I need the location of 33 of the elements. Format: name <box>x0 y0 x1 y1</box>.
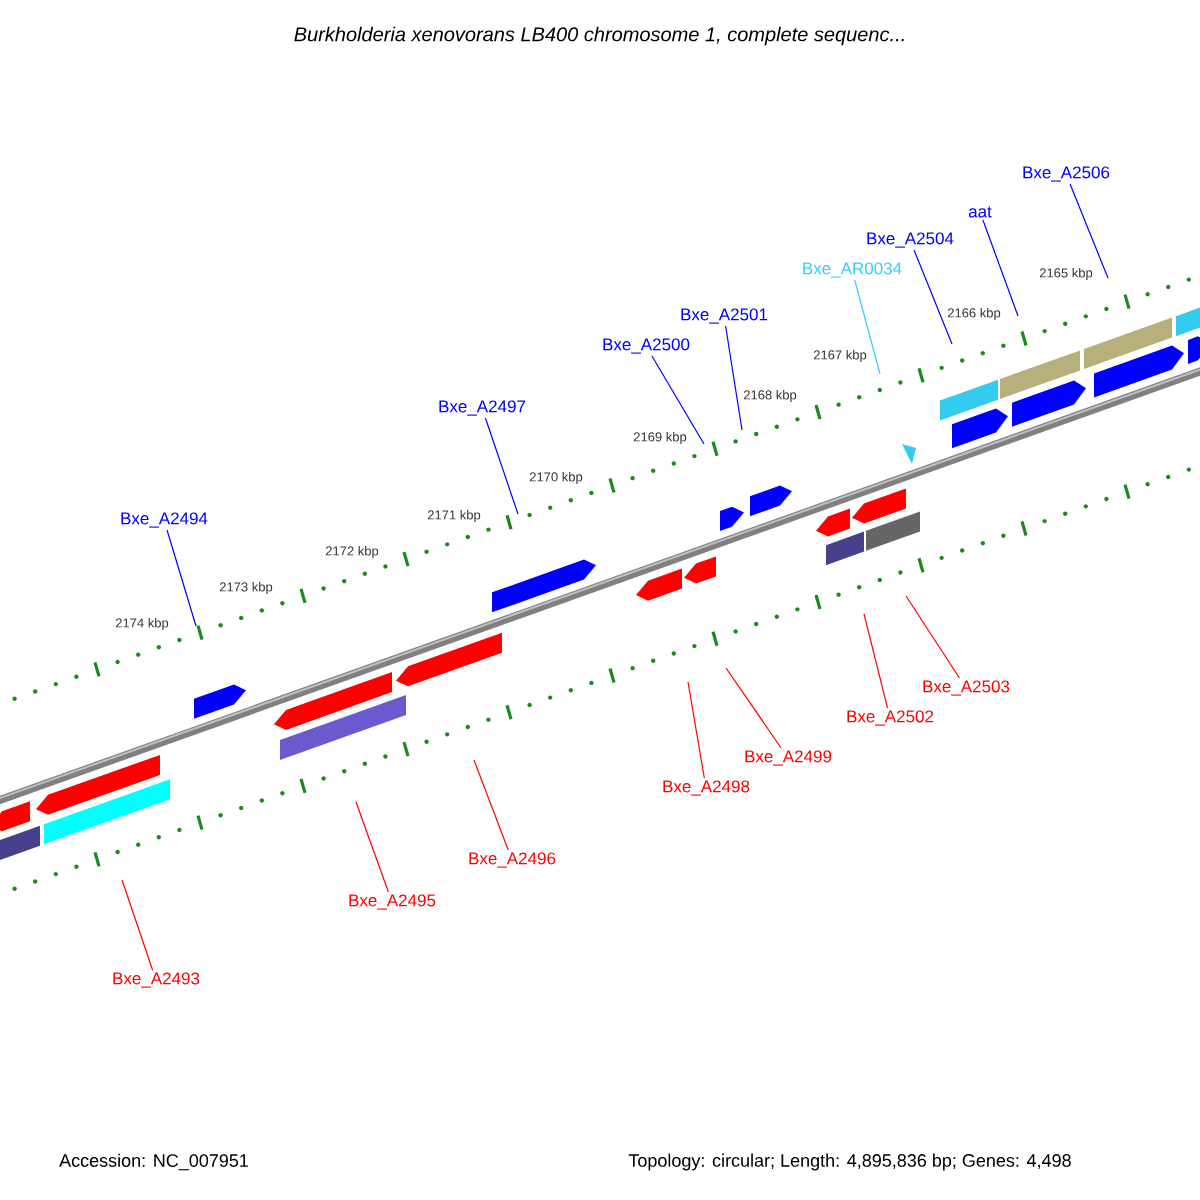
gene-label: Bxe_AR0034 <box>803 262 902 278</box>
leader-line <box>863 613 889 709</box>
leader-line <box>725 325 743 431</box>
gene-label: aat <box>968 206 992 218</box>
gene-label: Bxe_A2496 <box>469 852 556 868</box>
gene-label: Bxe_A2504 <box>867 232 954 248</box>
gene-label: Bxe_A2497 <box>439 400 526 416</box>
leader-line <box>725 667 782 749</box>
leader-line <box>166 529 197 627</box>
leader-line <box>473 759 509 851</box>
leader-line <box>1069 183 1109 279</box>
gene-label: Bxe_A2500 <box>603 338 690 354</box>
leader-line <box>913 249 953 345</box>
gene-label: Bxe_A2499 <box>745 750 832 766</box>
gene-label: Bxe_A2501 <box>681 308 768 324</box>
gene-label: Bxe_A2506 <box>1023 166 1110 182</box>
leader-line <box>905 595 961 679</box>
gene-label: Bxe_A2494 <box>121 512 208 528</box>
gene-label: Bxe_A2503 <box>923 680 1010 696</box>
title: Burkholderia xenovorans LB400 chromosome 1, complete sequenc... <box>294 26 904 46</box>
footer-text: Topology: circular; Length: 4,895,836 bp; Genes: 4,498 <box>628 1153 1071 1171</box>
leader-line <box>982 219 1019 317</box>
leader-line <box>651 355 705 445</box>
gene-label: Bxe_A2493 <box>113 972 200 988</box>
leader-line <box>484 417 519 515</box>
gene-label: Bxe_A2502 <box>847 710 934 726</box>
footer-text: Accession: NC_007951 <box>59 1153 248 1171</box>
leader-line <box>121 879 154 971</box>
leader-line <box>854 279 881 375</box>
gene-label: Bxe_A2498 <box>663 780 750 796</box>
leader-line <box>687 681 705 779</box>
leader-line <box>355 801 389 893</box>
gene-label: Bxe_A2495 <box>349 894 436 910</box>
